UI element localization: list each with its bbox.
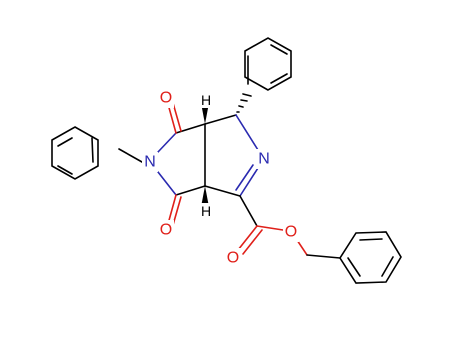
bond-c-n-double [235,164,254,191]
bond-o-ch2 [296,239,308,256]
h-bottom-label: H [201,203,211,219]
bond-c-o [167,103,177,134]
bond-c-o-double [242,229,263,255]
benzyl-phenyl-ring [339,231,402,284]
bond-c-c [175,185,206,196]
bond-c-o-double [237,225,258,251]
h-top-label: H [201,92,211,108]
n-imine-label: N [258,151,270,168]
hash-bond-phenyl [236,93,252,113]
o-imide-bottom-label: O [160,222,172,239]
bond-c-n [157,171,177,196]
bond-c-n [157,132,177,153]
bond-n-ph [118,148,143,163]
bond-c-c [204,114,237,125]
c-phenyl-ring [244,37,292,91]
n-imide-label: N [144,154,156,171]
bond-c-cester [239,195,258,227]
o-ester-carbonyl-label: O [227,250,239,267]
o-ester-ether-label: O [285,224,297,241]
bond-ch2-ph [306,254,341,259]
bicyclic-core [118,93,259,226]
bond-c-n-double [239,167,259,197]
bond-c-o-ether [256,225,284,231]
bond-c-c [204,185,241,197]
atom-labels: N N O O O O H H [142,88,299,268]
n-phenyl-ring [51,126,99,180]
bond-c-n [235,114,259,151]
wedge-h-top [201,103,209,124]
bond-c-o [167,194,177,225]
o-imide-top-label: O [160,90,172,107]
bond-c-o [172,102,182,132]
ester-group [237,195,341,259]
n-phenyl-aromatic [57,137,94,175]
bond-c-o [172,196,182,226]
wedge-h-bottom [201,186,209,207]
